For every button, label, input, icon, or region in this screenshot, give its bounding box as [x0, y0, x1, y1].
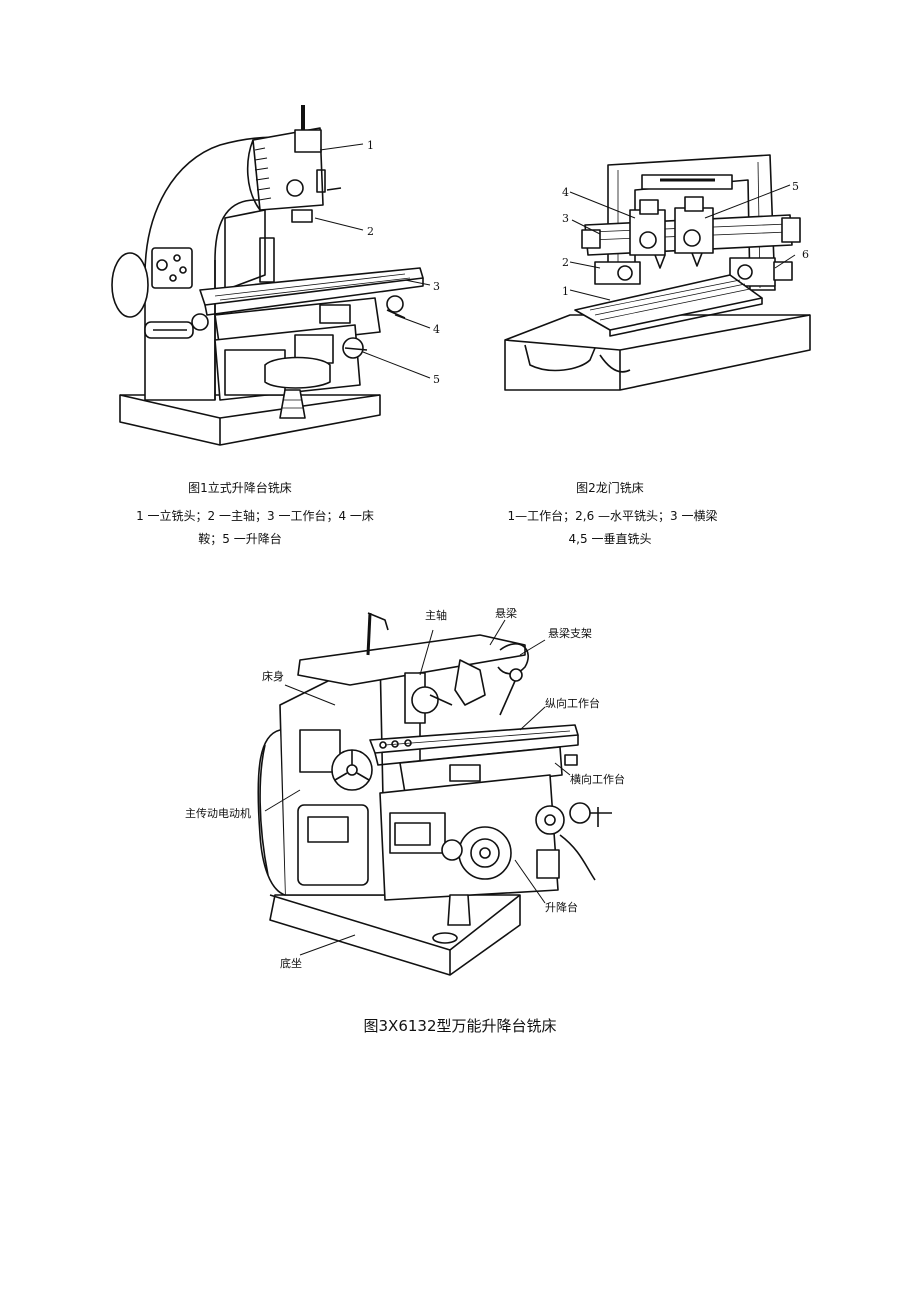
universal-mill-drawing: 主轴 悬梁 悬梁支架 床身 纵向工作台 横向工作台 主传动电动机 升降台 底坐 — [185, 606, 625, 976]
figure-1-title: 图1立式升降台铣床 — [188, 481, 292, 495]
callout-3: 3 — [562, 212, 569, 225]
callout-3: 3 — [433, 280, 440, 293]
callout-5: 5 — [433, 373, 440, 386]
label-spindle: 主轴 — [425, 608, 447, 622]
label-bed: 床身 — [262, 669, 284, 683]
gantry-mill-drawing: 1 2 3 4 5 6 — [504, 154, 811, 391]
label-base: 底坐 — [280, 956, 302, 970]
callout-1: 1 — [562, 285, 569, 298]
figure-2-title: 图2龙门铣床 — [576, 481, 644, 495]
callout-6: 6 — [802, 248, 809, 261]
figure-3-universal-mill: 主轴 悬梁 悬梁支架 床身 纵向工作台 横向工作台 主传动电动机 升降台 底坐 — [180, 595, 660, 980]
callout-5: 5 — [792, 180, 799, 193]
label-overarm: 悬梁 — [495, 606, 517, 620]
figure-2-legend-line-2: 4,5 一垂直铣头 — [568, 532, 652, 546]
vertical-mill-drawing: 1 2 3 4 5 — [111, 105, 440, 446]
callout-4: 4 — [433, 323, 440, 336]
callout-1: 1 — [367, 139, 374, 152]
figure-2-gantry-mill: 1 2 3 4 5 6 — [500, 150, 820, 395]
label-longitudinal-table: 纵向工作台 — [545, 696, 600, 710]
callout-4: 4 — [562, 186, 569, 199]
label-main-motor: 主传动电动机 — [185, 806, 251, 820]
figure-1-vertical-mill: 1 2 3 4 5 — [105, 100, 445, 460]
callout-2: 2 — [367, 225, 374, 238]
figure-3-title: 图3X6132型万能升降台铣床 — [363, 1017, 557, 1035]
label-knee: 升降台 — [545, 900, 578, 914]
figure-1-legend-line-2: 鞍；5 一升降台 — [198, 532, 282, 546]
label-overarm-support: 悬梁支架 — [548, 626, 592, 640]
figure-1-legend-line-1: 1 一立铣头；2 一主轴；3 一工作台；4 一床 — [136, 509, 374, 523]
label-cross-table: 横向工作台 — [570, 772, 625, 786]
figure-2-legend-line-1: 1—工作台；2,6 —水平铣头；3 一横梁 — [507, 509, 718, 523]
callout-2: 2 — [562, 256, 569, 269]
